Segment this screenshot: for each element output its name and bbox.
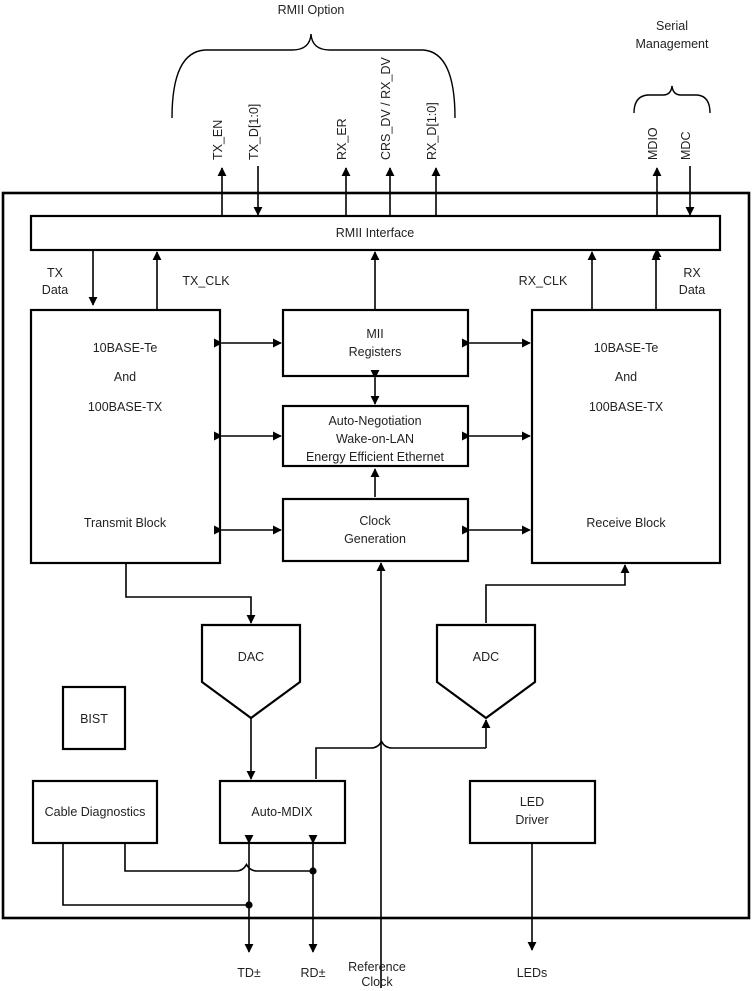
pin-label-crs-dv: CRS_DV / RX_DV xyxy=(379,57,393,160)
block-label-receive-line1: 10BASE-Te xyxy=(594,341,659,355)
link-cablediag-td xyxy=(62,843,249,906)
block-label-receive-line3: 100BASE-TX xyxy=(589,400,664,414)
signal-label-tx-data-line1: TX xyxy=(47,266,64,280)
pin-label-mdio: MDIO xyxy=(646,127,660,160)
block-adc[interactable] xyxy=(435,623,537,720)
pin-label-reference-clock-line2: Clock xyxy=(361,975,393,989)
pin-label-mdc: MDC xyxy=(679,132,693,160)
block-bist[interactable] xyxy=(61,685,127,751)
block-label-bist: BIST xyxy=(80,712,108,726)
signal-label-tx-clk: TX_CLK xyxy=(182,274,230,288)
block-label-transmit-footer: Transmit Block xyxy=(84,516,167,530)
pin-label-leds: LEDs xyxy=(517,966,548,980)
block-label-transmit-line1: 10BASE-Te xyxy=(93,341,158,355)
pin-label-rx-d: RX_D[1:0] xyxy=(425,102,439,160)
block-mii-registers[interactable] xyxy=(281,308,470,378)
signal-label-rx-data-line2: Data xyxy=(679,283,705,297)
block-dac[interactable] xyxy=(200,623,302,720)
block-label-autoneg-line1: Auto-Negotiation xyxy=(328,414,421,428)
signal-label-rx-clk: RX_CLK xyxy=(519,274,568,288)
block-label-led-driver-line2: Driver xyxy=(515,813,548,827)
group-label-serial-management-line2: Management xyxy=(636,37,709,51)
signal-label-tx-data-line2: Data xyxy=(42,283,68,297)
block-clock-generation[interactable] xyxy=(281,497,470,563)
block-transmit[interactable] xyxy=(29,308,222,565)
block-label-autoneg-line3: Energy Efficient Ethernet xyxy=(306,450,445,464)
block-receive[interactable] xyxy=(530,308,722,565)
block-label-rmii-interface: RMII Interface xyxy=(336,226,415,240)
pin-label-rx-er: RX_ER xyxy=(335,118,349,160)
block-label-adc: ADC xyxy=(473,650,499,664)
block-auto-mdix[interactable] xyxy=(218,779,347,845)
pin-label-tx-d: TX_D[1:0] xyxy=(247,104,261,160)
block-label-receive-footer: Receive Block xyxy=(586,516,666,530)
pin-label-reference-clock-line1: Reference xyxy=(348,960,406,974)
group-label-serial-management-line1: Serial xyxy=(656,19,688,33)
block-label-clockgen-line2: Generation xyxy=(344,532,406,546)
block-led-driver[interactable] xyxy=(468,779,597,845)
pin-label-tx-en: TX_EN xyxy=(211,120,225,160)
signal-label-rx-data-line1: RX xyxy=(683,266,701,280)
block-label-receive-line2: And xyxy=(615,370,637,384)
pin-label-td: TD± xyxy=(237,966,261,980)
block-label-transmit-line2: And xyxy=(114,370,136,384)
block-label-autoneg-line2: Wake-on-LAN xyxy=(336,432,414,446)
link-adc-receive xyxy=(485,564,630,623)
serial-management-brace xyxy=(633,85,711,114)
block-cable-diagnostics[interactable] xyxy=(31,779,159,845)
rmii-option-brace xyxy=(171,33,456,119)
group-label-rmii-option: RMII Option xyxy=(278,3,345,17)
block-label-mii-registers-line1: MII xyxy=(366,327,383,341)
block-label-cable-diagnostics: Cable Diagnostics xyxy=(45,805,146,819)
block-label-auto-mdix: Auto-MDIX xyxy=(251,805,313,819)
block-label-dac: DAC xyxy=(238,650,264,664)
link-transmit-dac xyxy=(125,563,256,624)
block-rmii-interface[interactable] xyxy=(29,214,722,252)
block-label-clockgen-line1: Clock xyxy=(359,514,391,528)
block-label-led-driver-line1: LED xyxy=(520,795,544,809)
block-auto-negotiation[interactable] xyxy=(281,404,470,468)
block-label-transmit-line3: 100BASE-TX xyxy=(88,400,163,414)
pin-label-rd: RD± xyxy=(301,966,326,980)
block-label-mii-registers-line2: Registers xyxy=(349,345,402,359)
